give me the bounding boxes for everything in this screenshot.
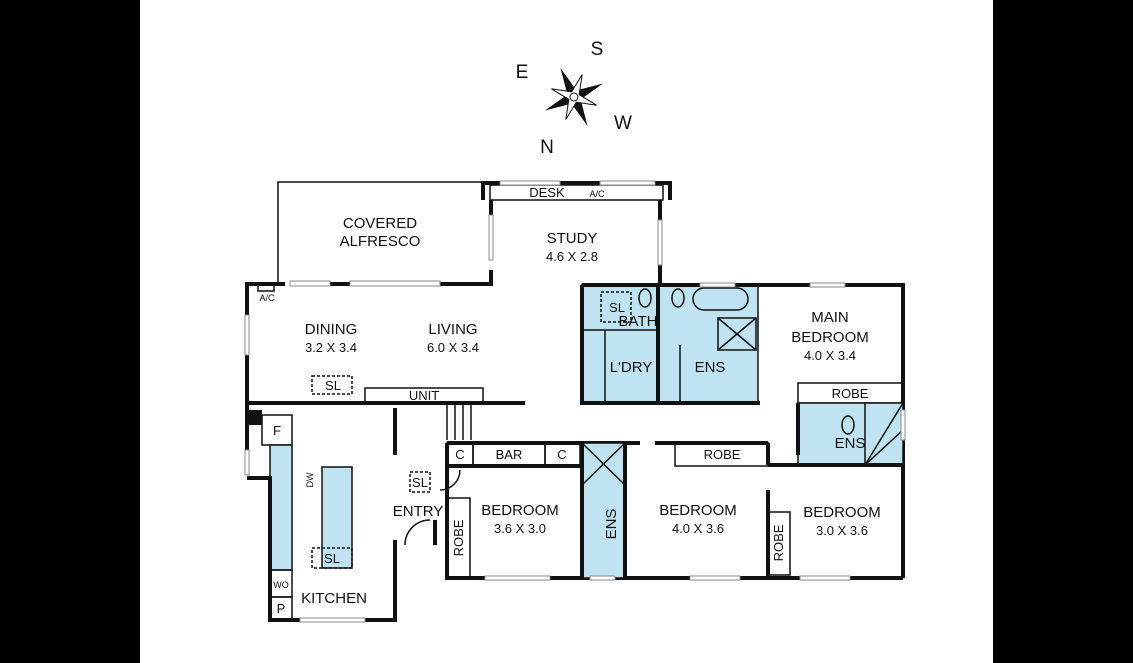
- c1-label: C: [455, 447, 464, 462]
- ac-dining-label: A/C: [259, 293, 275, 303]
- bedroom2-label: BEDROOM: [481, 502, 559, 519]
- ens-bed2-label: ENS: [603, 509, 620, 540]
- robe-bed4-label: ROBE: [771, 524, 786, 561]
- bedroom4-label: BEDROOM: [803, 504, 881, 521]
- bar-label: BAR: [496, 447, 523, 462]
- pantry-label: P: [277, 601, 286, 616]
- alfresco-label-2: ALFRESCO: [340, 233, 421, 250]
- compass-south: S: [591, 39, 604, 60]
- bedroom2-size: 3.6 X 3.0: [494, 521, 546, 536]
- robe-bed2-label: ROBE: [451, 519, 466, 556]
- sl-entry-label: SL: [412, 475, 428, 490]
- ens-main-label: ENS: [695, 359, 726, 376]
- compass-west: W: [614, 113, 632, 134]
- bedroom3-size: 4.0 X 3.6: [672, 521, 724, 536]
- entry-label: ENTRY: [393, 503, 444, 520]
- dining-size: 3.2 X 3.4: [305, 340, 357, 355]
- ens-bed3-label: ENS: [835, 435, 866, 452]
- living-label: LIVING: [428, 321, 477, 338]
- kitchen-label: KITCHEN: [301, 590, 367, 607]
- robe-bed3-label: ROBE: [704, 447, 741, 462]
- wo-label: WO: [273, 580, 289, 590]
- desk-label: DESK: [529, 185, 565, 200]
- sl-dining-label: SL: [325, 378, 341, 393]
- sl-bath-label: SL: [609, 300, 625, 315]
- sl-kitchen-label: SL: [324, 551, 340, 566]
- compass-east: E: [516, 62, 529, 83]
- bedroom3-label: BEDROOM: [659, 502, 737, 519]
- robe-main-label: ROBE: [832, 386, 869, 401]
- bedroom4-size: 3.0 X 3.6: [816, 523, 868, 538]
- bath-label: BATH: [619, 313, 658, 330]
- study-size: 4.6 X 2.8: [546, 249, 598, 264]
- dw-label: DW: [305, 472, 315, 487]
- ac-study-label: A/C: [589, 189, 605, 199]
- unit-label: UNIT: [409, 388, 439, 403]
- main-bedroom-label-2: BEDROOM: [791, 329, 869, 346]
- compass-rose-icon: [544, 67, 604, 127]
- laundry-label: L'DRY: [610, 359, 653, 376]
- fridge-label: F: [273, 423, 281, 438]
- dining-label: DINING: [305, 321, 358, 338]
- main-bedroom-size: 4.0 X 3.4: [804, 348, 856, 363]
- compass-north: N: [540, 137, 554, 158]
- walls: [244, 180, 906, 623]
- c2-label: C: [557, 447, 566, 462]
- alfresco-label-1: COVERED: [343, 215, 417, 232]
- main-bedroom-label-1: MAIN: [811, 309, 849, 326]
- study-label: STUDY: [547, 230, 598, 247]
- living-size: 6.0 X 3.4: [427, 340, 479, 355]
